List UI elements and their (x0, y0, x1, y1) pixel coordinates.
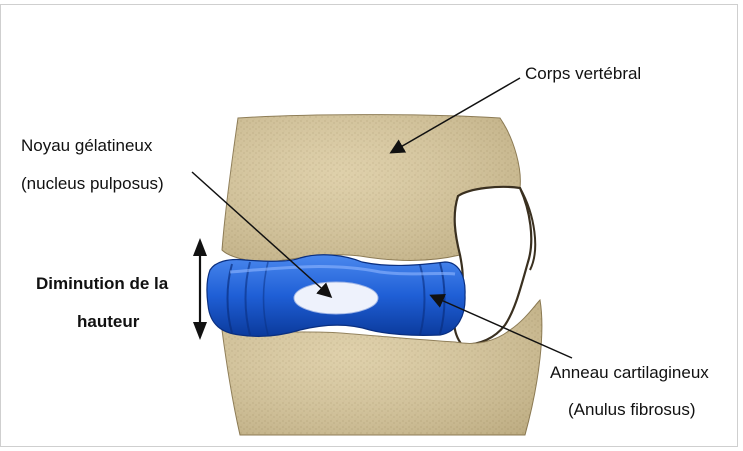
posterior-process (454, 187, 531, 345)
label-nucleus-line2: (nucleus pulposus) (21, 172, 164, 196)
label-nucleus-line1: Noyau gélatineux (21, 134, 152, 158)
height-arrow (193, 238, 207, 340)
label-annulus-line2: (Anulus fibrosus) (568, 398, 696, 422)
nucleus-pulposus (294, 282, 378, 314)
label-height-line2: hauteur (77, 306, 139, 338)
label-height-line1: Diminution de la (36, 268, 168, 300)
label-vertebral-body: Corps vertébral (525, 62, 641, 86)
label-annulus-line1: Anneau cartilagineux (550, 361, 709, 385)
